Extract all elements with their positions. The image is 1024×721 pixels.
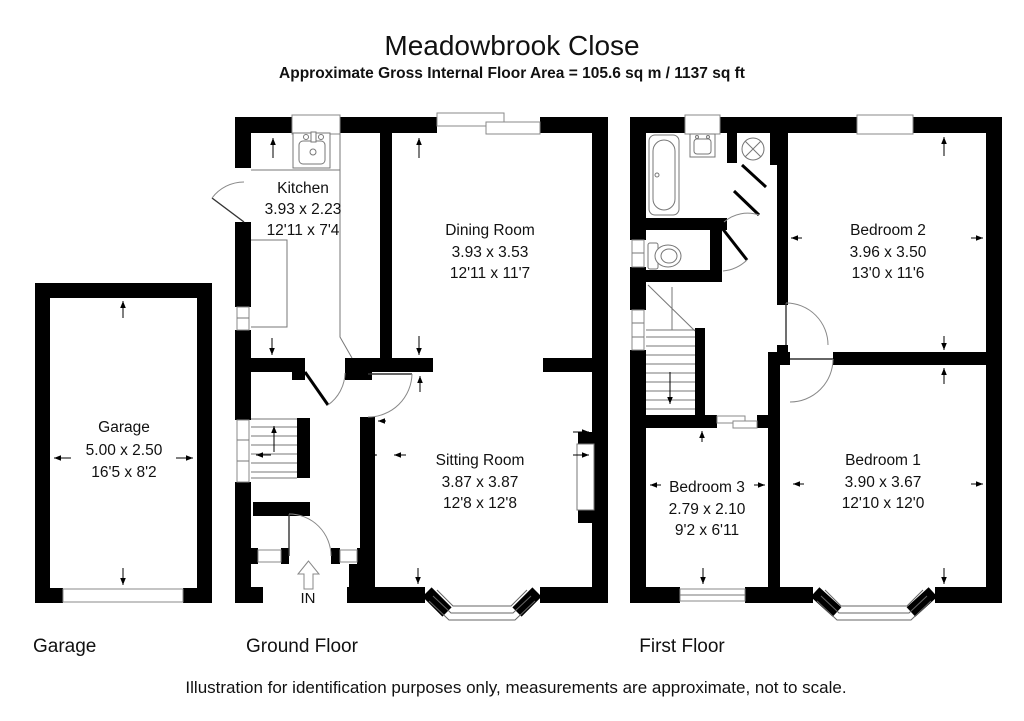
- garage-dimension-arrows: [54, 301, 193, 585]
- ground-floor-walls: [235, 117, 608, 603]
- bedroom2-dim-imperial: 13'0 x 11'6: [852, 265, 925, 282]
- page-subtitle: Approximate Gross Internal Floor Area = …: [279, 65, 745, 82]
- staircase-first-floor: [646, 284, 696, 410]
- first-floor-plan: Bedroom 2 3.96 x 3.50 13'0 x 11'6 Bedroo…: [630, 114, 1002, 621]
- first-floor-walls: [630, 117, 1002, 603]
- kitchen-window: [291, 114, 341, 135]
- bedroom1-dim-metric: 3.90 x 3.67: [845, 474, 922, 491]
- garage-door-opening: [62, 588, 184, 603]
- porch-window-right: [339, 549, 358, 563]
- first-floor-windows: [631, 114, 914, 602]
- bathtub-icon: [648, 134, 680, 216]
- porch-window-left: [257, 549, 282, 563]
- entrance-arrow-icon: [296, 560, 321, 590]
- garage-room-label: Garage: [98, 419, 150, 436]
- bedroom1-dim-imperial: 12'10 x 12'0: [842, 495, 925, 512]
- sitting-dim-metric: 3.87 x 3.87: [442, 474, 519, 491]
- entrance-label: IN: [301, 590, 316, 607]
- bedroom1-room-label: Bedroom 1: [845, 452, 921, 469]
- side-window-2: [236, 419, 250, 483]
- dining-dim-imperial: 12'11 x 11'7: [450, 265, 530, 282]
- internal-window-right: [732, 420, 758, 429]
- bedroom3-dim-imperial: 9'2 x 6'11: [675, 522, 739, 539]
- bay-window-first-floor: [810, 587, 938, 621]
- kitchen-sink-icon: [292, 131, 331, 169]
- garage-dim-imperial: 16'5 x 8'2: [91, 464, 156, 481]
- garage-plan: Garage 5.00 x 2.50 16'5 x 8'2: [35, 283, 212, 603]
- staircase: [251, 418, 297, 479]
- dining-room-label: Dining Room: [445, 222, 535, 239]
- dining-dim-metric: 3.93 x 3.53: [452, 244, 529, 261]
- ceiling-light-icon: [741, 137, 765, 161]
- ground-floor-windows: [236, 112, 595, 563]
- internal-window-left: [716, 415, 746, 424]
- dining-window-right: [485, 121, 541, 135]
- ground-floor-label: Ground Floor: [246, 636, 359, 657]
- first-floor-label: First Floor: [639, 636, 725, 657]
- fireplace: [576, 443, 595, 511]
- landing-window: [631, 309, 645, 351]
- kitchen-dim-imperial: 12'11 x 7'4: [267, 222, 340, 239]
- first-floor-dimension-arrows: [650, 137, 983, 584]
- kitchen-dim-metric: 3.93 x 2.23: [265, 201, 342, 218]
- first-floor-doors: [720, 163, 834, 403]
- bedroom3-dim-metric: 2.79 x 2.10: [669, 501, 746, 518]
- washbasin-icon: [689, 133, 716, 158]
- sitting-dim-imperial: 12'8 x 12'8: [443, 495, 517, 512]
- bay-window: [422, 587, 542, 621]
- bedroom2-room-label: Bedroom 2: [850, 222, 926, 239]
- kitchen-room-label: Kitchen: [277, 180, 329, 197]
- ground-floor-dimension-arrows: [256, 138, 589, 584]
- bedroom2-dim-metric: 3.96 x 3.50: [850, 244, 927, 261]
- kitchen-counter: [251, 133, 353, 359]
- garage-floor-label: Garage: [33, 636, 96, 657]
- page-title: Meadowbrook Close: [384, 30, 639, 61]
- ground-floor-doors: [211, 181, 413, 557]
- bathroom-window: [684, 114, 721, 135]
- entrance-marker: IN: [296, 560, 321, 607]
- toilet-icon: [647, 242, 682, 270]
- disclaimer-text: Illustration for identification purposes…: [185, 678, 846, 697]
- garage-dim-metric: 5.00 x 2.50: [86, 442, 163, 459]
- bedroom2-window: [856, 114, 914, 135]
- garage-walls: [35, 283, 212, 603]
- ground-floor-plan: IN Kitchen 3.93 x 2.23 12'11 x 7'4 Dinin…: [211, 112, 608, 621]
- bedroom3-room-label: Bedroom 3: [669, 479, 745, 496]
- sitting-room-label: Sitting Room: [436, 452, 525, 469]
